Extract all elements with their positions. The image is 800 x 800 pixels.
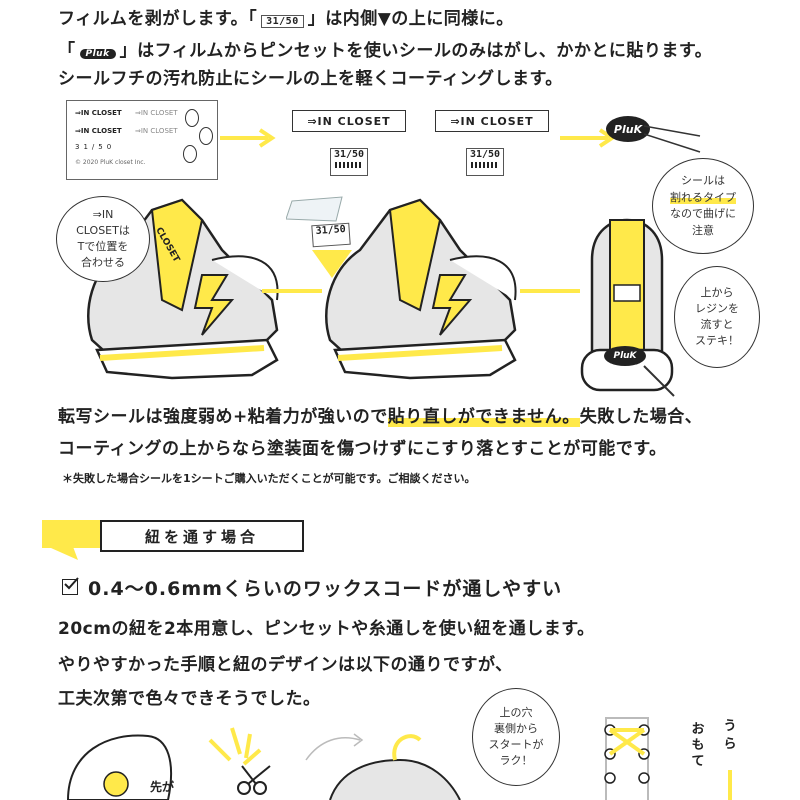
sheet-numbers: 31/50 xyxy=(75,143,116,151)
pluk-heel-sticker: PluK xyxy=(604,346,646,366)
sheet-row-2-a: ⇒IN CLOSET xyxy=(75,127,122,135)
in-closet-label-2: ⇒IN CLOSET xyxy=(435,110,549,132)
section-title: 紐を通す場合 xyxy=(100,520,304,552)
diagram-omote: おもて xyxy=(691,722,705,769)
in-closet-label-1: ⇒IN CLOSET xyxy=(292,110,406,132)
shoe-toe-illustration xyxy=(66,734,172,800)
lacing-pattern-diagram xyxy=(604,717,650,800)
bubble-resin-tip: 上から レジンを 流すと ステキ！ xyxy=(674,266,760,368)
number-sticker-1-text: 31/50 xyxy=(333,149,365,160)
bubble-fragile-highlight: 割れるタイプ xyxy=(670,190,736,204)
cord-heading: 0.4〜0.6mmくらいのワックスコードが通しやすい xyxy=(88,578,563,600)
pluk-sticker: PluK xyxy=(606,116,650,142)
connector-line xyxy=(520,289,580,293)
shoe-illustration-left xyxy=(87,198,279,380)
film-sheet-icon xyxy=(286,196,343,222)
warning-line-1-pre: 転写シールは強度弱め+粘着力が強いので xyxy=(58,407,388,427)
bubble-fragile-note: シールは 割れるタイプ なので曲げに 注意 xyxy=(652,158,754,254)
bubble-position-hint: ⇒IN CLOSETは Tで位置を 合わせる xyxy=(56,196,150,282)
bubble-fragile-text-2: なので曲げに 注意 xyxy=(670,207,736,237)
intro-line-2-post: 」はフィルムからピンセットを使いシールのみはがし、かかとに貼ります。 xyxy=(119,41,713,61)
warning-line-2: コーティングの上からなら塗装面を傷つけずにこすり落とすことが可能です。 xyxy=(58,439,667,459)
connector-line xyxy=(262,289,322,293)
number-sticker-1: 31/50 xyxy=(330,148,368,176)
sheet-row-2-b: ⇒IN CLOSET xyxy=(135,127,178,135)
intro-line-1-pre: フィルムを剥がします。「 xyxy=(58,9,258,29)
warning-note: ＊失敗した場合シールを1シートご購入いただくことが可能です。ご相談ください。 xyxy=(62,472,476,485)
shoe-heel-illustration xyxy=(580,218,674,392)
down-triangle-icon xyxy=(312,250,352,278)
section-tag-tail xyxy=(42,544,78,560)
cord-line-3: 工夫次第で色々できそうでした。 xyxy=(58,689,321,709)
diagram-ura: うら xyxy=(723,719,737,752)
intro-line-1: フィルムを剥がします。「31/50」は内側▼の上に同様に。 xyxy=(58,4,514,29)
sheet-oval-2 xyxy=(199,127,213,145)
dropper-icon xyxy=(643,365,675,397)
warning-line-1-post: 失敗した場合、 xyxy=(579,407,703,427)
scissors-icon xyxy=(237,765,271,795)
cord-front-back-diagram xyxy=(728,770,732,800)
check-icon xyxy=(62,577,79,595)
sheet-oval-3 xyxy=(183,145,197,163)
sheet-row-1-a: ⇒IN CLOSET xyxy=(75,109,122,117)
section-tag: 紐を通す場合 xyxy=(42,520,304,552)
bubble-start-hint: 上の穴 裏側から スタートが ラク！ xyxy=(472,688,560,786)
cord-line-2: やりやすかった手順と紐のデザインは以下の通りですが、 xyxy=(58,655,513,675)
number-sticker-2: 31/50 xyxy=(466,148,504,176)
diagram-sakiga: 先が xyxy=(150,780,175,794)
cord-line-1: 20cmの紐を2本用意し、ピンセットや糸通しを使い紐を通します。 xyxy=(58,619,595,639)
warning-highlight: 貼り直しができません。 xyxy=(387,407,580,427)
shoe-illustration-center xyxy=(325,198,517,380)
bubble-fragile-text-1: シールは xyxy=(681,174,725,187)
shoe-lacing-illustration xyxy=(305,733,461,800)
intro-line-3: シールフチの汚れ防止にシールの上を軽くコーティングします。 xyxy=(58,69,563,89)
sheet-row-1-b: ⇒IN CLOSET xyxy=(135,109,178,117)
cord-cut-illustration xyxy=(208,727,262,766)
number-sticker-3: 31/50 xyxy=(311,222,351,248)
number-sticker-inline: 31/50 xyxy=(261,15,304,28)
arrow-right-icon xyxy=(220,128,276,148)
warning-line-1: 転写シールは強度弱め+粘着力が強いので貼り直しができません。失敗した場合、 xyxy=(58,402,702,427)
pluk-sticker-inline: Pluk xyxy=(79,49,116,59)
sticker-sheet: ⇒IN CLOSET ⇒IN CLOSET ⇒IN CLOSET ⇒IN CLO… xyxy=(66,100,218,180)
intro-line-1-post: 」は内側▼の上に同様に。 xyxy=(307,9,514,29)
intro-line-2: 「Pluk」はフィルムからピンセットを使いシールのみはがし、かかとに貼ります。 xyxy=(58,36,712,61)
sheet-oval-1 xyxy=(185,109,199,127)
sheet-copyright: © 2020 PluK closet Inc. xyxy=(75,159,146,166)
intro-line-2-pre: 「 xyxy=(58,41,76,61)
tweezers-icon xyxy=(644,125,701,153)
number-sticker-2-text: 31/50 xyxy=(469,149,501,160)
